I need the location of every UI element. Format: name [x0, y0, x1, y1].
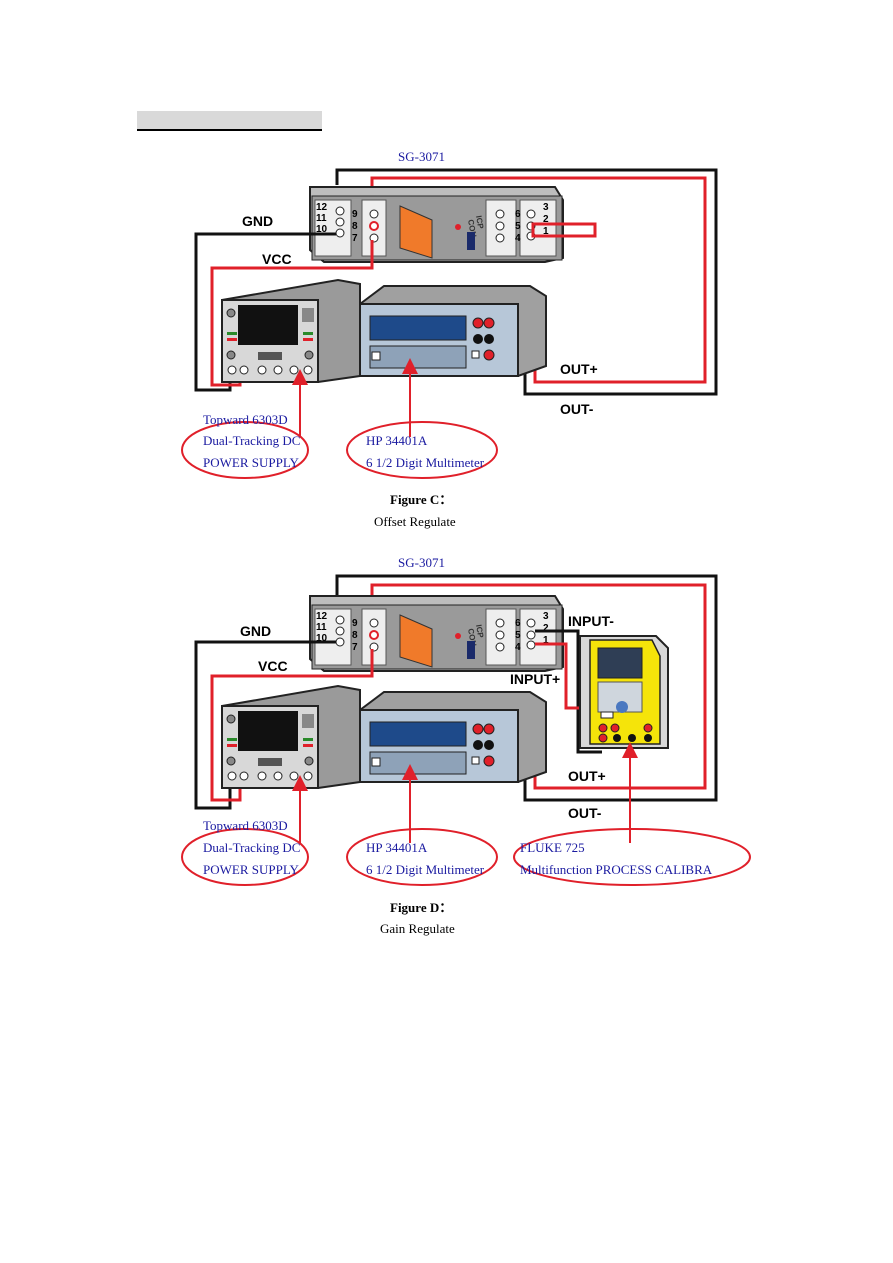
fig-c-device-label: SG-3071 [398, 149, 445, 164]
fig-d-term-2: 2 [543, 623, 549, 634]
fig-d-dmm-line2: 6 1/2 Digit Multimeter [366, 862, 485, 877]
fig-d-term-8: 8 [352, 630, 358, 641]
fig-d-term-3: 3 [543, 611, 549, 622]
fig-c-term-5: 5 [515, 221, 521, 232]
fig-c-term-12: 12 [316, 202, 328, 213]
fig-d-input-plus-label: INPUT+ [510, 671, 560, 687]
svg-text:ICP: ICP [474, 624, 485, 639]
fig-c-term-9: 9 [352, 209, 358, 220]
fig-c-dmm-line2: 6 1/2 Digit Multimeter [366, 455, 485, 470]
fig-c-ps-ellipse [181, 421, 309, 479]
svg-text:CON: CON [466, 219, 478, 238]
fig-d-term-10: 10 [316, 633, 328, 644]
fig-d-term-9: 9 [352, 618, 358, 629]
section-header-bar [137, 111, 322, 131]
fig-d-device-label: SG-3071 [398, 555, 445, 570]
fig-d-term-12: 12 [316, 611, 328, 622]
fig-d-wire-vcc [210, 649, 374, 802]
fig-d-ps-line2: Dual-Tracking DC [203, 840, 300, 855]
fig-d-fluke-calibrator [579, 635, 669, 749]
fig-d-fluke-line2: Multifunction PROCESS CALIBRA [520, 862, 713, 877]
fig-d-fluke-line1: FLUKE 725 [520, 840, 585, 855]
fig-d-caption-title: Figure D： [390, 900, 452, 915]
fig-c-caption-sub: Offset Regulate [374, 514, 456, 529]
fig-d-term-11: 11 [316, 622, 327, 633]
fig-d-sg3071-module: ICP CON [309, 595, 564, 672]
fig-c-term-2: 2 [543, 214, 549, 225]
fig-d-term-4: 4 [515, 642, 521, 653]
fig-c-power-supply [221, 278, 361, 383]
fig-d-dmm-ellipse [346, 828, 498, 886]
fig-d-caption-sub: Gain Regulate [380, 921, 455, 936]
fig-c-gnd-label: GND [242, 213, 273, 229]
fig-d-dmm-line1: HP 34401A [366, 840, 428, 855]
fig-c-term-10: 10 [316, 224, 328, 235]
fig-c-ps-line3: POWER SUPPLY [203, 455, 299, 470]
fig-c-term-4: 4 [515, 233, 521, 244]
fig-d-wire-input-minus [535, 629, 602, 754]
fig-d-term-1: 1 [543, 635, 549, 646]
fig-d-term-7: 7 [352, 642, 358, 653]
fig-c-out-minus-label: OUT- [560, 401, 594, 417]
fig-c-out-plus-label: OUT+ [560, 361, 598, 377]
svg-text:CON: CON [466, 628, 478, 647]
fig-d-power-supply [221, 684, 361, 789]
fig-c-ps-line1: Topward 6303D [203, 412, 288, 427]
fig-c-term-3: 3 [543, 202, 549, 213]
fig-d-input-minus-label: INPUT- [568, 613, 614, 629]
fig-d-term-5: 5 [515, 630, 521, 641]
fig-d-ps-ellipse [181, 828, 309, 886]
fig-d-vcc-label: VCC [258, 658, 288, 674]
fig-c-term-1: 1 [543, 226, 549, 237]
fig-d-out-plus-label: OUT+ [568, 768, 606, 784]
fig-d-out-minus-label: OUT- [568, 805, 602, 821]
fig-c-term-8: 8 [352, 221, 358, 232]
fig-c-multimeter [359, 285, 547, 377]
fig-c-term-6: 6 [515, 209, 521, 220]
figure-c: SG-3071 ICP CON [181, 149, 718, 529]
fig-d-gnd-label: GND [240, 623, 271, 639]
fig-c-term-11: 11 [316, 213, 327, 224]
fig-d-term-6: 6 [515, 618, 521, 629]
fig-c-dmm-line1: HP 34401A [366, 433, 428, 448]
fig-d-ps-line3: POWER SUPPLY [203, 862, 299, 877]
svg-text:ICP: ICP [474, 215, 485, 230]
fig-d-fluke-ellipse [513, 828, 751, 886]
fig-c-sg3071-module: ICP CON [309, 186, 564, 263]
fig-c-input-short-loop [531, 222, 597, 238]
fig-c-caption-title: Figure C： [390, 492, 452, 507]
fig-c-ps-line2: Dual-Tracking DC [203, 433, 300, 448]
fig-c-dmm-ellipse [346, 421, 498, 479]
figure-d: SG-3071 ICP CON [181, 555, 751, 936]
fig-d-ps-line1: Topward 6303D [203, 818, 288, 833]
fig-d-multimeter [359, 691, 547, 783]
fig-c-term-7: 7 [352, 233, 358, 244]
fig-c-vcc-label: VCC [262, 251, 292, 267]
